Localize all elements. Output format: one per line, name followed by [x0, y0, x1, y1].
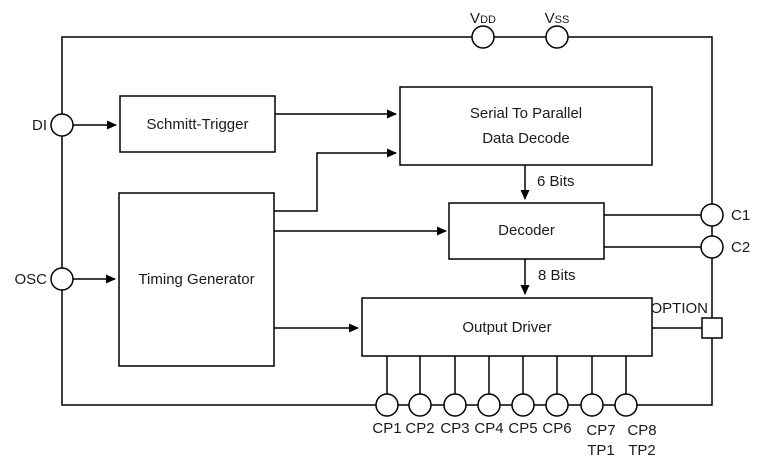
di-terminal [50, 113, 74, 137]
cp1-label: CP1 [372, 420, 401, 437]
timing-generator-block [118, 192, 275, 367]
tp1-label: TP1 [587, 442, 615, 459]
cp5-label: CP5 [508, 420, 537, 437]
bus-label-8bits: 8 Bits [538, 267, 576, 284]
wire-timing-to-s2p [274, 148, 397, 212]
cp7-terminal [580, 393, 604, 417]
cp5-terminal [511, 393, 535, 417]
decoder-block [448, 202, 605, 260]
di-label: DI [32, 117, 47, 134]
cp7-label: CP7 [586, 422, 615, 439]
cp8-label: CP8 [627, 422, 656, 439]
cp3-label: CP3 [440, 420, 469, 437]
bus-label-6bits: 6 Bits [537, 173, 575, 190]
osc-label: OSC [14, 271, 47, 288]
output-driver-label: Output Driver [462, 319, 551, 336]
tp2-label: TP2 [628, 442, 656, 459]
vss-terminal [545, 25, 569, 49]
cp6-label: CP6 [542, 420, 571, 437]
cp1-terminal [375, 393, 399, 417]
option-label: OPTION [650, 300, 708, 317]
cp8-terminal [614, 393, 638, 417]
cp2-label: CP2 [405, 420, 434, 437]
c1-label: C1 [731, 207, 750, 224]
cp2-terminal [408, 393, 432, 417]
serial-to-parallel-label-line2: Data Decode [482, 130, 570, 147]
decoder-label: Decoder [498, 222, 555, 239]
osc-terminal [50, 267, 74, 291]
vdd-terminal [471, 25, 495, 49]
cp6-terminal [545, 393, 569, 417]
schmitt-trigger-block [119, 95, 276, 153]
cp3-terminal [443, 393, 467, 417]
serial-to-parallel-block [399, 86, 653, 166]
serial-to-parallel-label-line1: Serial To Parallel [470, 105, 582, 122]
vdd-label: VDD [470, 10, 496, 27]
timing-generator-label: Timing Generator [138, 271, 254, 288]
option-pad [701, 317, 723, 339]
vss-label: VSS [545, 10, 570, 27]
schmitt-trigger-label: Schmitt-Trigger [147, 116, 249, 133]
cp4-label: CP4 [474, 420, 503, 437]
c1-terminal [700, 203, 724, 227]
output-driver-block [361, 297, 653, 357]
cp4-terminal [477, 393, 501, 417]
c2-label: C2 [731, 239, 750, 256]
c2-terminal [700, 235, 724, 259]
